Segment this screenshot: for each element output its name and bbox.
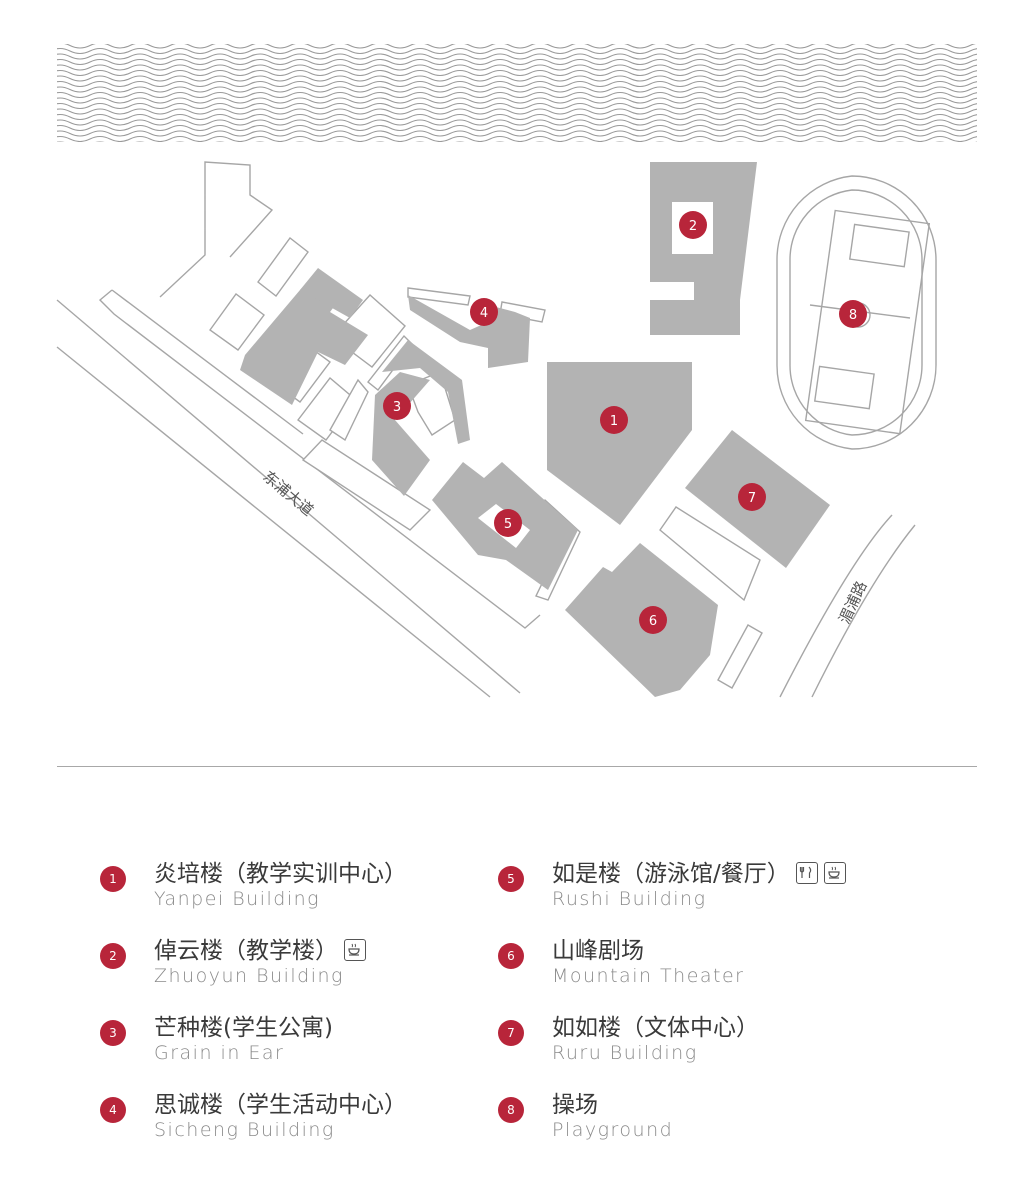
marker-circle	[494, 509, 522, 537]
building-name-cn: 如如楼（文体中心）	[552, 1015, 759, 1041]
wave-line	[64, 44, 976, 49]
legend-item-3[interactable]: 3 芒种楼(学生公寓) Grain in Ear	[100, 1014, 520, 1084]
building-name-en: Zhuoyun Building	[154, 965, 344, 987]
marker-number: 4	[480, 306, 488, 321]
wave-line	[57, 53, 977, 60]
map-marker-4[interactable]: 4	[470, 298, 498, 326]
building-name-en: Grain in Ear	[154, 1042, 285, 1064]
marker-circle	[639, 606, 667, 634]
legend-item-1[interactable]: 1 炎培楼（教学实训中心） Yanpei Building	[100, 860, 520, 930]
building-name-cn: 山峰剧场	[552, 938, 644, 964]
building-name-cn: 芒种楼(学生公寓)	[154, 1015, 333, 1041]
marker-circle	[839, 300, 867, 328]
wave-line	[57, 91, 977, 99]
marker-circle	[679, 211, 707, 239]
wave-line	[57, 108, 977, 115]
wave-line	[57, 80, 977, 88]
building-name-en: Sicheng Building	[154, 1119, 335, 1141]
building-name-cn: 思诚楼（学生活动中心）	[154, 1092, 407, 1118]
marker-number: 6	[649, 614, 657, 629]
wave-line	[57, 47, 977, 55]
marker-badge: 1	[100, 866, 126, 892]
marker-circle	[470, 298, 498, 326]
divider-line	[57, 766, 977, 767]
wave-line	[57, 119, 977, 126]
road-lines	[56, 161, 916, 698]
coffee-icon	[344, 938, 366, 961]
marker-badge: 7	[498, 1020, 524, 1046]
map-marker-7[interactable]: 7	[738, 483, 766, 511]
marker-number: 3	[393, 400, 401, 415]
marker-badge: 4	[100, 1097, 126, 1123]
building-name-en: Rushi Building	[552, 888, 707, 910]
building-name-cn: 操场	[552, 1092, 598, 1118]
wave-line	[57, 86, 977, 93]
coffee-icon	[823, 861, 846, 884]
dining-icon	[795, 861, 818, 884]
legend-item-8[interactable]: 8 操场 Playground	[498, 1091, 918, 1161]
wave-line	[57, 135, 977, 142]
marker-badge: 2	[100, 943, 126, 969]
water-wave-pattern	[57, 44, 977, 142]
wave-line	[57, 130, 977, 137]
marker-number: 5	[504, 517, 512, 532]
map-marker-2[interactable]: 2	[679, 211, 707, 239]
legend-item-4[interactable]: 4 思诚楼（学生活动中心） Sicheng Building	[100, 1091, 520, 1161]
marker-circle	[738, 483, 766, 511]
building-name-en: Yanpei Building	[154, 888, 321, 910]
marker-circle	[383, 392, 411, 420]
wave-line	[57, 69, 977, 77]
gray-buildings	[240, 162, 830, 697]
legend-item-7[interactable]: 7 如如楼（文体中心） Ruru Building	[498, 1014, 918, 1084]
marker-badge: 8	[498, 1097, 524, 1123]
legend-item-6[interactable]: 6 山峰剧场 Mountain Theater	[498, 937, 918, 1007]
map-marker-8[interactable]: 8	[839, 300, 867, 328]
building-name-cn: 如是楼（游泳馆/餐厅）	[552, 860, 846, 888]
map-marker-1[interactable]: 1	[600, 406, 628, 434]
wave-line	[57, 75, 977, 82]
wave-line	[57, 58, 977, 66]
building-name-en: Playground	[552, 1119, 674, 1141]
marker-number: 2	[689, 219, 697, 234]
legend-item-2[interactable]: 2 倬云楼（教学楼） Zhuoyun Building	[100, 937, 520, 1007]
marker-number: 7	[748, 491, 756, 506]
building-name-cn: 倬云楼（教学楼）	[154, 937, 366, 965]
wave-line	[57, 113, 977, 121]
legend-item-5[interactable]: 5 如是楼（游泳馆/餐厅） Rushi Building	[498, 860, 918, 930]
wave-line	[57, 102, 977, 110]
marker-circle	[600, 406, 628, 434]
marker-badge: 3	[100, 1020, 126, 1046]
wave-line	[57, 97, 977, 104]
building-name-en: Ruru Building	[552, 1042, 698, 1064]
marker-badge: 5	[498, 866, 524, 892]
map-marker-6[interactable]: 6	[639, 606, 667, 634]
marker-number: 8	[849, 308, 857, 323]
building-name-en: Mountain Theater	[552, 965, 745, 987]
wave-line	[57, 64, 977, 71]
map-marker-5[interactable]: 5	[494, 509, 522, 537]
building-markers: 1 2 3 4 5 6 7 8	[383, 211, 867, 634]
map-marker-3[interactable]: 3	[383, 392, 411, 420]
marker-number: 1	[610, 414, 618, 429]
marker-badge: 6	[498, 943, 524, 969]
building-name-cn: 炎培楼（教学实训中心）	[154, 861, 407, 887]
wave-line	[57, 124, 977, 132]
